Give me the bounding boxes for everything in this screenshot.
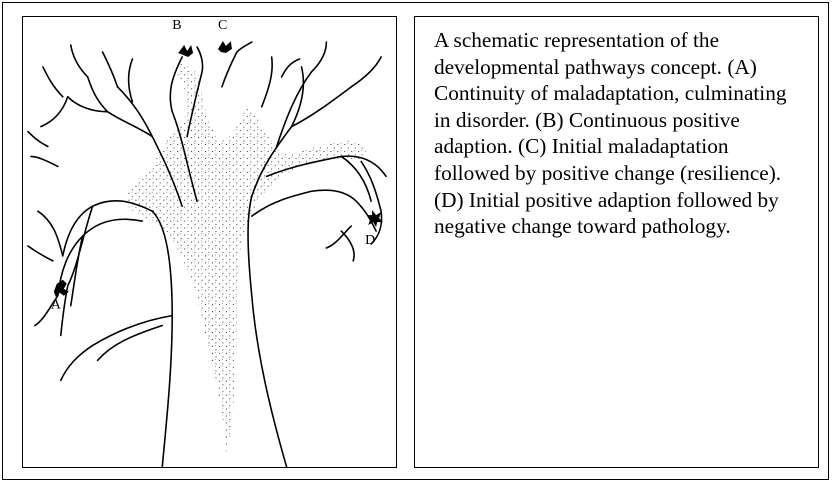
- tree-drawing: B C A D: [23, 17, 396, 467]
- label-a: A: [51, 298, 61, 313]
- figure-caption: A schematic representation of the develo…: [415, 17, 818, 240]
- tree-illustration-panel: B C A D: [22, 16, 397, 468]
- label-b: B: [172, 18, 181, 33]
- caption-panel: A schematic representation of the develo…: [414, 16, 819, 468]
- branch-a: [61, 206, 93, 335]
- label-c: C: [218, 18, 227, 33]
- label-d: D: [365, 233, 375, 248]
- leaf-cluster-b: [178, 45, 193, 57]
- stippled-pathway-region: [126, 64, 366, 455]
- leaf-cluster-c: [218, 41, 232, 53]
